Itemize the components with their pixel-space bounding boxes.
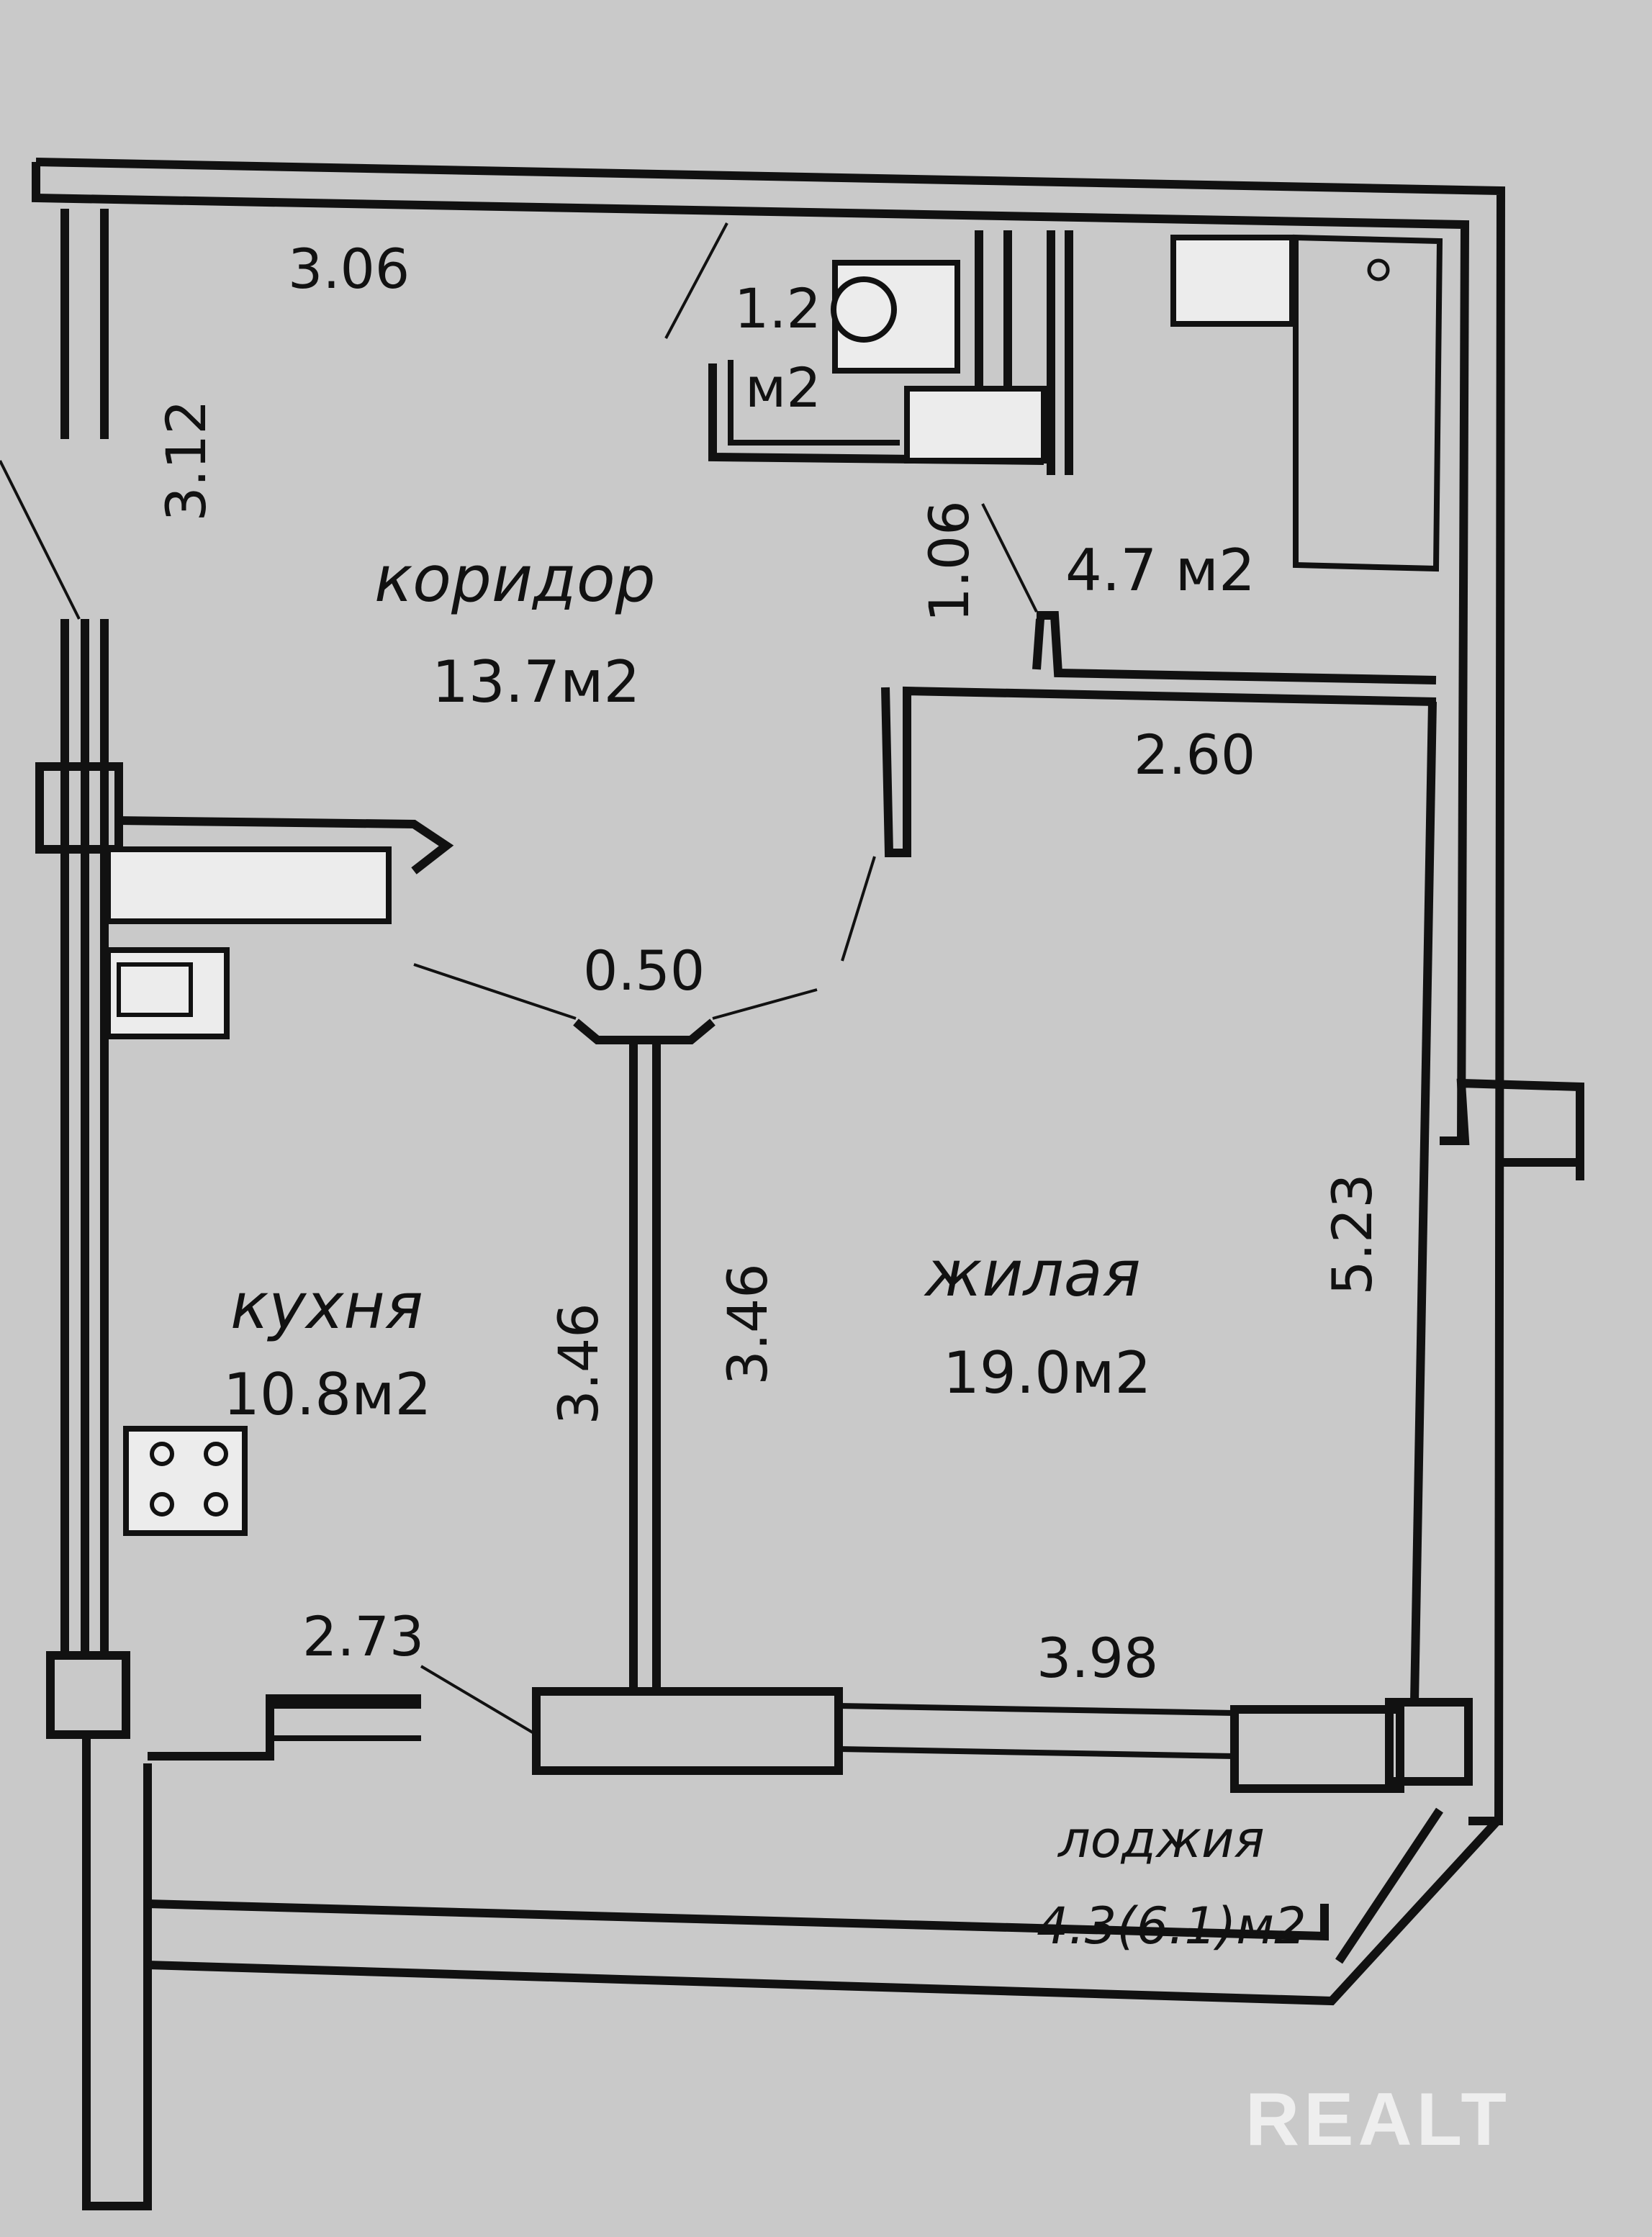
loggia-area: 4.3(6.1)м2: [1037, 1897, 1306, 1956]
wc-area-line2: м2: [745, 356, 821, 420]
dim-2-73: 2.73: [302, 1604, 424, 1668]
bathroom-door-swing: [981, 503, 1038, 613]
bottom-wall: [270, 1665, 1473, 1793]
kitchen-living-wall: [413, 963, 818, 1691]
corridor-area: 13.7м2: [432, 648, 640, 715]
dim-3-98: 3.98: [1037, 1626, 1158, 1690]
bathroom-area: 4.7 м2: [1065, 537, 1255, 604]
dim-2-60: 2.60: [1134, 723, 1255, 787]
dim-1-06: 1.06: [917, 500, 981, 622]
living-area: 19.0м2: [943, 1339, 1151, 1406]
partition-corridor-living: [841, 686, 1437, 962]
dim-3-12: 3.12: [154, 399, 218, 521]
wc-door-swing: [664, 222, 728, 339]
dim-3-46-left: 3.46: [546, 1303, 610, 1424]
kitchen-area: 10.8м2: [223, 1361, 431, 1428]
loggia-name: лоджия: [1057, 1810, 1265, 1869]
wc-area-line1: 1.2: [734, 276, 821, 340]
bathroom-block: [981, 234, 1443, 684]
dim-3-06: 3.06: [288, 237, 410, 301]
entrance-door-swing: [0, 460, 81, 620]
outer-walls: [32, 158, 1584, 2210]
dim-5-23: 5.23: [1320, 1173, 1384, 1295]
dim-3-46-right: 3.46: [716, 1263, 780, 1385]
realt-watermark: REALT: [1245, 2078, 1511, 2161]
kitchen-name: кухня: [230, 1269, 423, 1343]
living-door-swing: [841, 856, 876, 962]
living-name: жилая: [924, 1237, 1141, 1311]
stove-icon: [123, 1426, 248, 1536]
living-right-wall: [1410, 701, 1437, 1703]
wc-block: [664, 222, 1073, 475]
kitchen-cabinets: [105, 816, 454, 1536]
dim-0-50: 0.50: [583, 939, 705, 1003]
corridor-name: коридор: [374, 542, 656, 616]
